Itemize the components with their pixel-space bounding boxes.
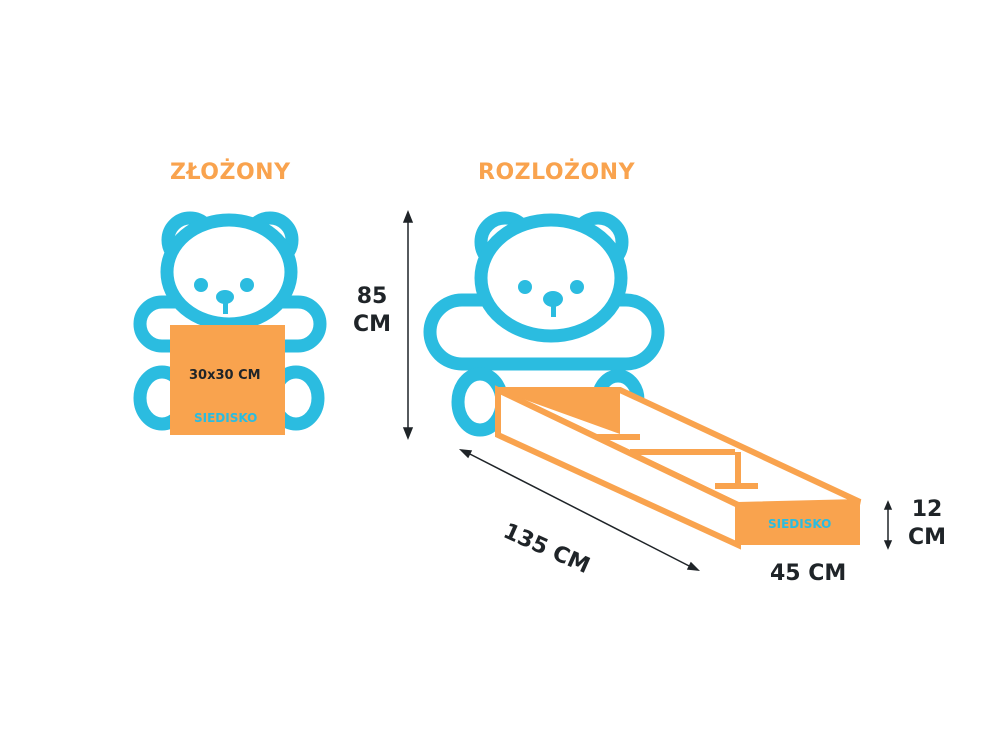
seat-box-end-right (738, 502, 860, 545)
unfolded-title: ROZLOŻONY (478, 160, 636, 185)
folded-box-label: SIEDISKO (194, 411, 258, 425)
height-unit: CM (352, 312, 392, 337)
width-dimension: 45 CM (770, 561, 847, 586)
length-arrow (458, 449, 701, 571)
bear-unfolded (423, 211, 665, 437)
folded-box-size: 30x30 CM (189, 368, 261, 383)
seat-box-folded (170, 325, 285, 435)
depth-unit: CM (907, 525, 947, 550)
folded-title: ZŁOŻONY (170, 160, 291, 185)
seat-box-end-left (498, 390, 620, 434)
depth-dimension: 12 CM (904, 496, 950, 552)
bear-folded-face (194, 278, 254, 314)
depth-value: 12 (911, 497, 943, 522)
depth-arrow (883, 500, 893, 550)
bear-unfolded-face (518, 280, 584, 317)
height-arrow (402, 209, 414, 441)
height-value: 85 (356, 284, 388, 309)
unfolded-box-label: SIEDISKO (768, 517, 832, 531)
height-dimension: 85 CM (352, 283, 392, 339)
